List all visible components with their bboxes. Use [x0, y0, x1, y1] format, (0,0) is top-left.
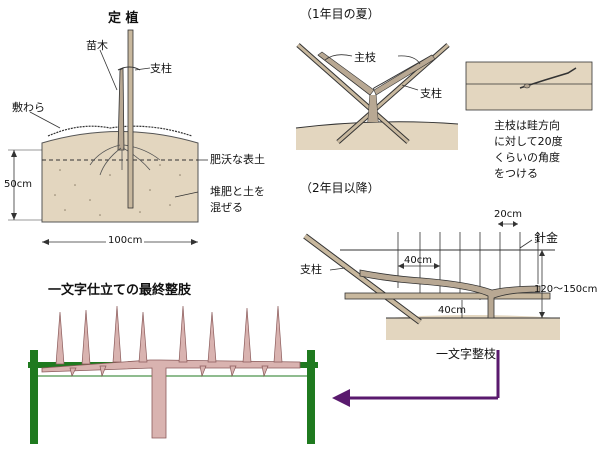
- width-label: 100cm: [106, 235, 145, 246]
- year2-illustration: [303, 221, 560, 340]
- final-training-illustration: [28, 305, 318, 444]
- planting-illustration: [8, 29, 208, 245]
- year1-note-line4: をつける: [494, 167, 538, 180]
- depth-label: 50cm: [4, 179, 32, 190]
- distance-label-upper: 40cm: [404, 255, 432, 266]
- year1-illustration: [295, 43, 593, 150]
- transition-arrow: [332, 350, 500, 407]
- left-post: [30, 350, 38, 444]
- stake-label: 支柱: [150, 62, 172, 75]
- distance-label-lower: 40cm: [438, 305, 466, 316]
- year1-title: （1年目の夏）: [300, 7, 380, 21]
- topsoil-label: 肥沃な表土: [210, 153, 265, 166]
- year2-title: （2年目以降）: [300, 181, 380, 195]
- year1-note-line3: くらいの角度: [494, 151, 560, 164]
- year2-caption: 一文字整枝: [436, 347, 497, 361]
- planting-title: 定 植: [108, 11, 139, 26]
- year1-stake-label: 支柱: [420, 87, 442, 100]
- year1-note-line2: に対して20度: [494, 135, 563, 148]
- mix-label-line2: 混ぜる: [210, 201, 243, 214]
- seedling-label: 苗木: [86, 39, 108, 52]
- right-post: [307, 350, 315, 444]
- year1-main-branch-label: 主枝: [354, 51, 376, 64]
- final-title: 一文字仕立ての最終整肢: [48, 283, 192, 298]
- mix-label-line1: 堆肥と土を: [210, 185, 265, 198]
- straw-label: 敷わら: [12, 101, 45, 114]
- wire-label: 針金: [534, 231, 559, 245]
- spacing-label: 20cm: [494, 209, 522, 220]
- year1-note-line1: 主枝は畦方向: [494, 119, 560, 132]
- height-label: 120～150cm: [534, 284, 598, 295]
- year2-stake-label: 支柱: [300, 263, 322, 276]
